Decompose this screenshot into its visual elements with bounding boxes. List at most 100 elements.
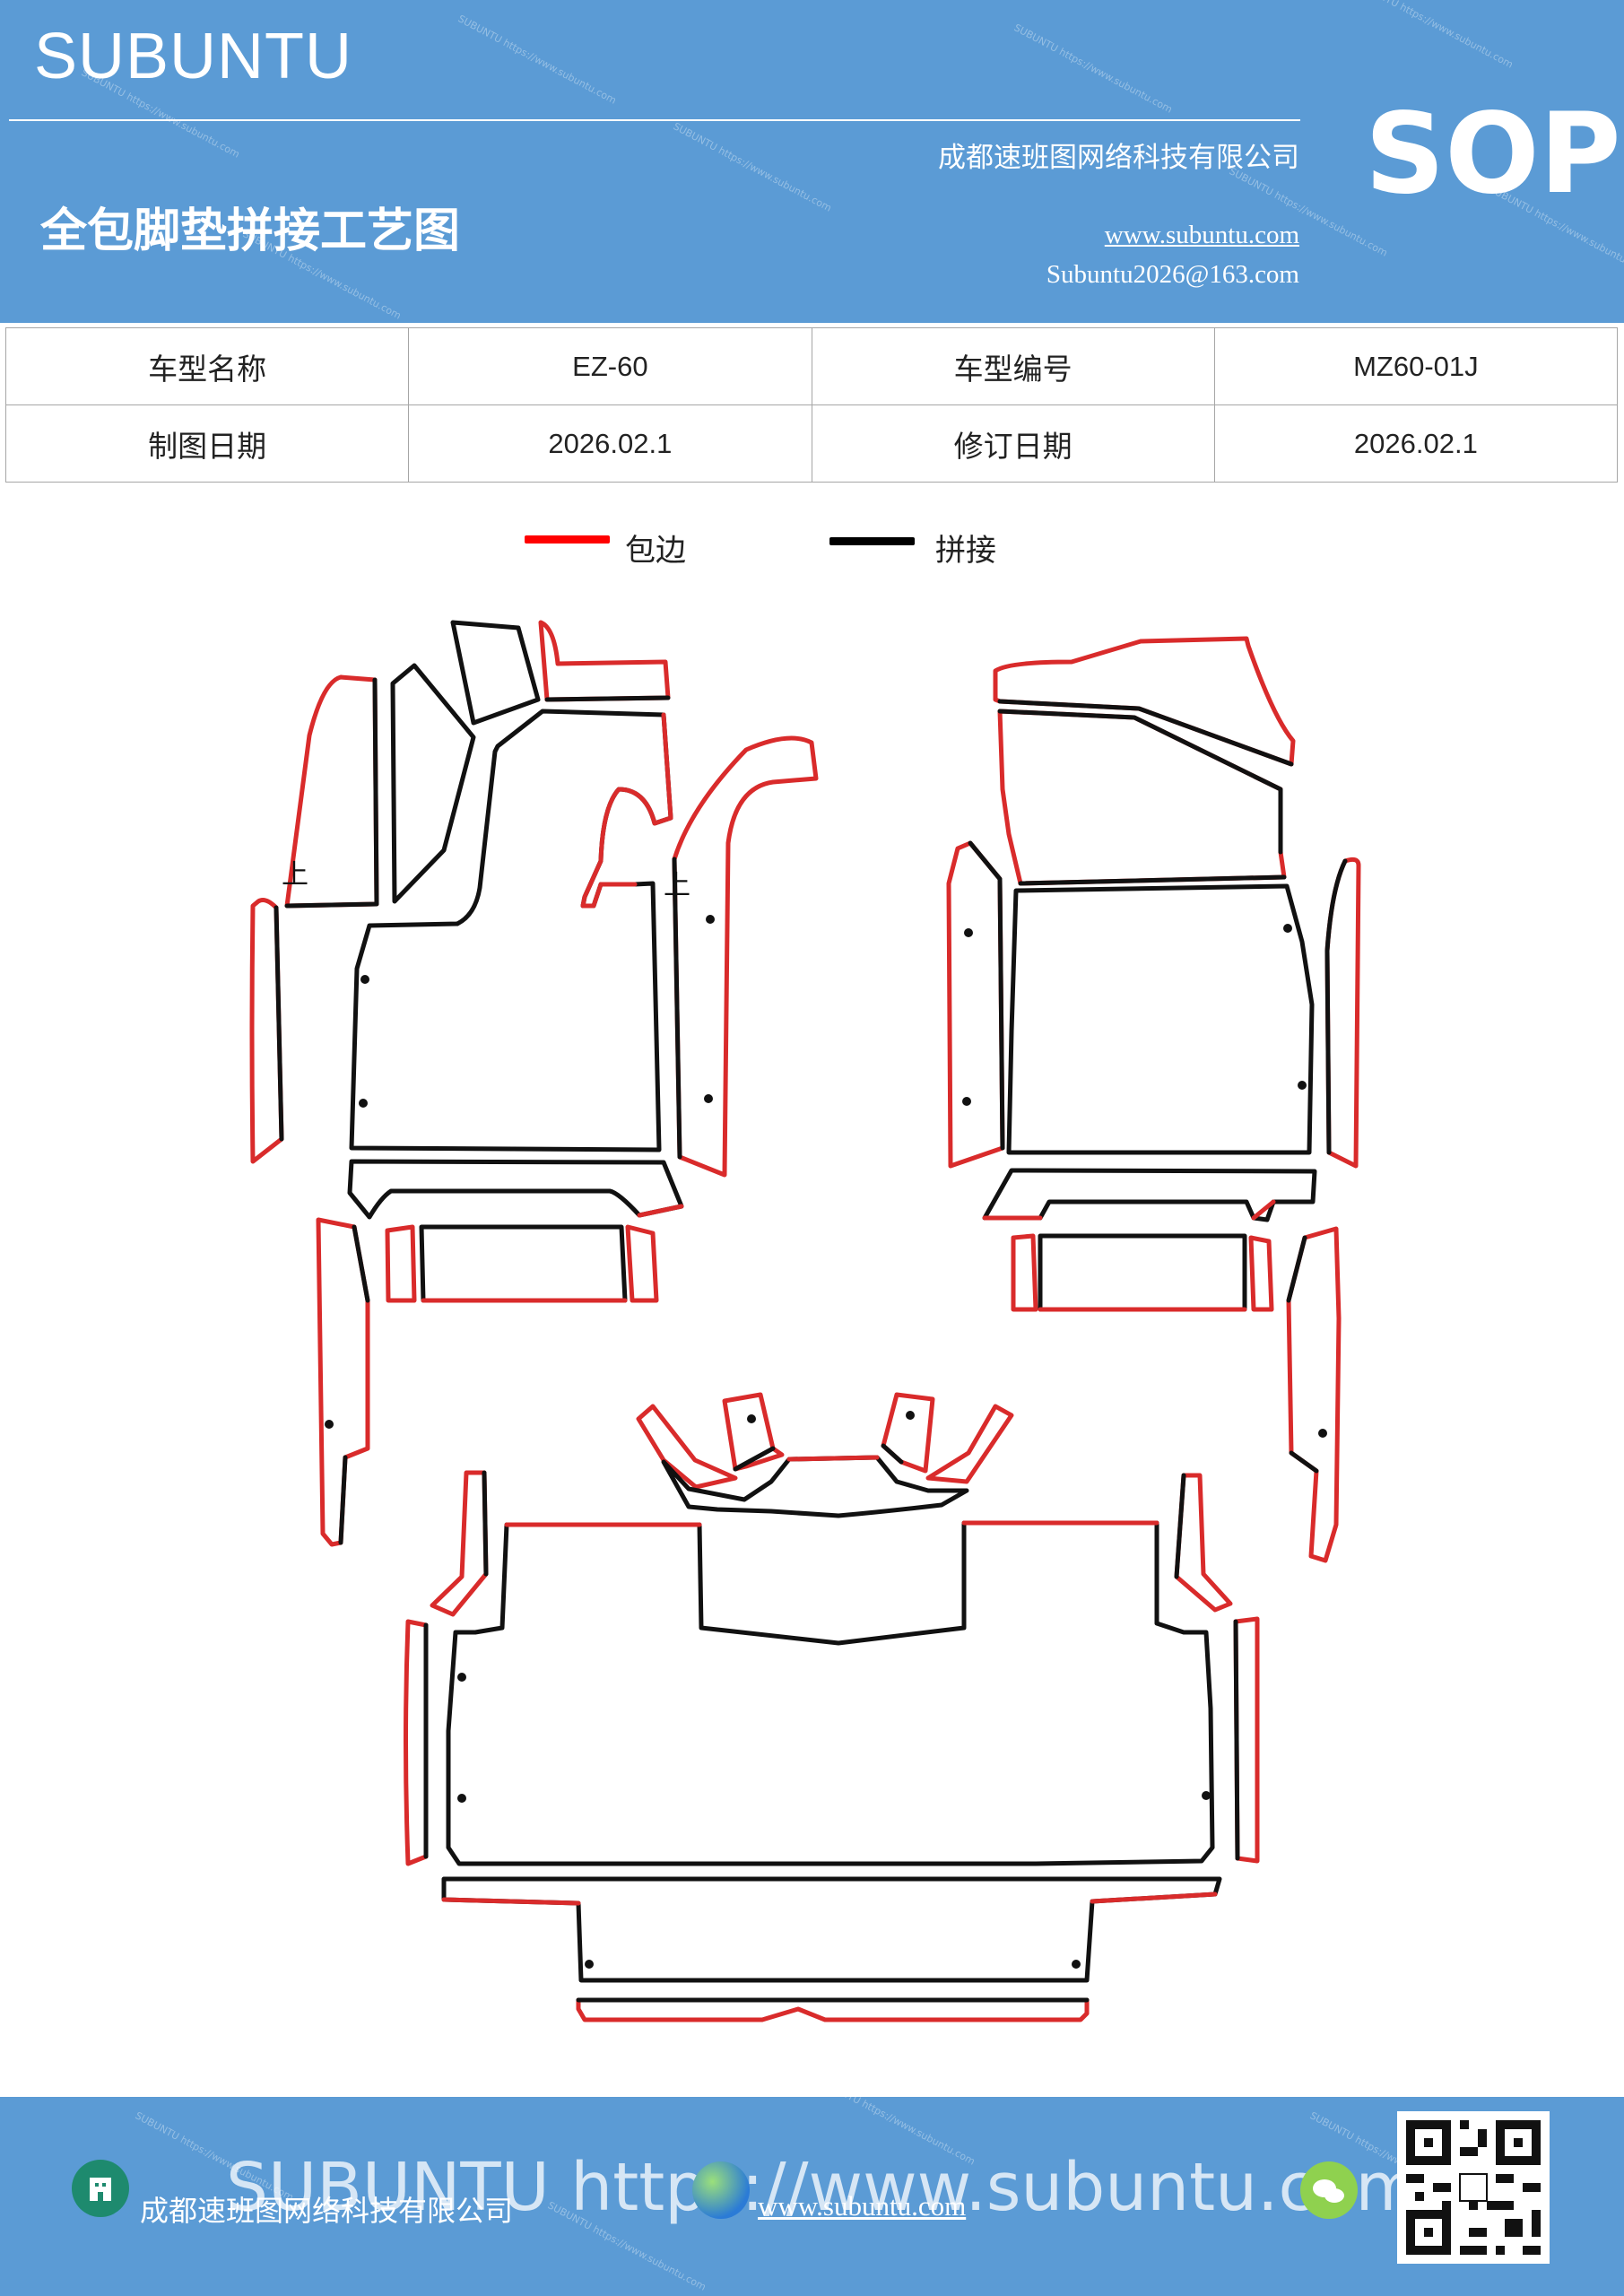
mat-piece xyxy=(284,674,379,909)
legend-edge-label: 包边 xyxy=(625,533,686,569)
sop-badge: SOP xyxy=(1365,90,1621,219)
seam-line xyxy=(544,695,671,702)
footer-website-link[interactable]: www.subuntu.com xyxy=(758,2190,967,2222)
mat-piece xyxy=(881,1392,935,1474)
website-link[interactable]: www.subuntu.com xyxy=(1104,221,1299,249)
mat-piece xyxy=(1006,883,1315,1155)
mat-piece xyxy=(450,620,541,726)
footer-company: 成都速班图网络科技有限公司 xyxy=(140,2194,514,2228)
mat-piece xyxy=(636,1404,738,1490)
table-row: 车型名称 EZ-60 车型编号 MZ60-01J xyxy=(4,327,1619,405)
seam-line xyxy=(338,1455,348,1545)
draw-date-value: 2026.02.1 xyxy=(408,404,812,483)
seam-line xyxy=(482,1470,489,1577)
mat-piece xyxy=(404,1619,429,1866)
mark-dot xyxy=(360,975,369,984)
mat-piece xyxy=(538,620,671,702)
seam-line xyxy=(997,699,1294,767)
mat-piece xyxy=(982,1168,1317,1222)
mark-dot xyxy=(1072,1960,1081,1969)
email-address: Subuntu2026@163.com xyxy=(1046,260,1299,289)
seam-line xyxy=(352,1224,370,1303)
seam-line xyxy=(672,857,682,1160)
seam-line xyxy=(1174,1473,1186,1579)
mat-piece xyxy=(446,1520,1215,1866)
mark-dot xyxy=(704,1094,713,1103)
rear-mat-group xyxy=(404,1392,1260,2022)
model-name-label: 车型名称 xyxy=(4,327,410,405)
seam-line xyxy=(1233,1619,1240,1861)
seam-line xyxy=(968,840,1005,1151)
mat-piece xyxy=(576,1997,1090,2022)
legend-seam-label: 拼接 xyxy=(935,533,996,569)
seam-line xyxy=(997,709,1283,855)
mark-dot xyxy=(706,915,715,924)
seam-line xyxy=(881,1443,904,1465)
front-right-mat-group xyxy=(946,636,1361,1563)
mark-dot xyxy=(325,1420,334,1429)
mat-piece xyxy=(1174,1473,1233,1613)
brand-name: SUBUNTU xyxy=(34,21,353,92)
mat-piece xyxy=(1011,1233,1038,1312)
mark-dot xyxy=(747,1414,756,1423)
revise-date-label: 修订日期 xyxy=(811,404,1215,483)
seam-line xyxy=(733,1446,776,1472)
edge-line xyxy=(1251,1199,1276,1221)
mat-piece xyxy=(625,1224,659,1303)
mat-piece xyxy=(1248,1235,1274,1312)
front-left-mat-group xyxy=(249,620,819,1547)
company-name: 成都速班图网络科技有限公司 xyxy=(938,142,1299,174)
mark-dot xyxy=(1298,1081,1307,1090)
document-title: 全包脚垫拼接工艺图 xyxy=(40,204,461,258)
floor-mat-diagram: 上 上 xyxy=(249,620,1361,2022)
header-banner: SUBUNTU https://www.subuntu.com SUBUNTU … xyxy=(0,0,1624,323)
seam-line xyxy=(1289,1450,1319,1474)
seam-line xyxy=(284,677,379,909)
mat-piece xyxy=(441,1876,1222,1983)
legend-edge-swatch xyxy=(525,535,610,544)
mat-piece xyxy=(430,1470,489,1617)
qr-code xyxy=(1397,2111,1550,2264)
mat-piece xyxy=(419,1224,628,1303)
globe-icon xyxy=(692,2161,750,2219)
edge-line xyxy=(637,1204,684,1218)
table-row: 制图日期 2026.02.1 修订日期 2026.02.1 xyxy=(4,404,1619,483)
up-mark: 上 xyxy=(282,859,308,891)
wechat-icon xyxy=(1300,2161,1358,2219)
legend-seam-swatch xyxy=(829,537,915,545)
mark-dot xyxy=(1318,1429,1327,1438)
model-name-value: EZ-60 xyxy=(408,327,812,405)
edge-line xyxy=(580,712,673,909)
mat-piece xyxy=(997,709,1287,886)
footer-banner: SUBUNTU https://www.subuntu.com SUBUNTU … xyxy=(0,2097,1624,2296)
mark-dot xyxy=(906,1411,915,1420)
mat-piece xyxy=(993,636,1296,767)
mark-dot xyxy=(585,1960,594,1969)
mark-dot xyxy=(964,928,973,937)
header-divider xyxy=(9,119,1300,121)
mat-piece xyxy=(347,1159,684,1220)
up-mark: 上 xyxy=(664,870,690,901)
mark-dot xyxy=(1283,924,1292,933)
mat-piece xyxy=(946,840,1005,1169)
mark-dot xyxy=(1202,1791,1211,1800)
edge-line xyxy=(786,1455,880,1462)
mat-piece xyxy=(672,735,819,1178)
building-icon xyxy=(72,2160,129,2217)
mat-piece xyxy=(249,898,284,1164)
mat-piece xyxy=(390,663,476,904)
revise-date-value: 2026.02.1 xyxy=(1213,404,1619,483)
vehicle-info-table: 车型名称 EZ-60 车型编号 MZ60-01J 制图日期 2026.02.1 … xyxy=(4,327,1619,483)
seam-line xyxy=(1018,874,1287,886)
mat-piece xyxy=(349,709,673,1152)
mat-piece xyxy=(385,1224,417,1303)
edge-line xyxy=(441,1897,581,1906)
seam-line xyxy=(274,905,284,1142)
seam-line xyxy=(1286,1235,1307,1303)
mat-piece xyxy=(1286,1226,1342,1563)
model-number-label: 车型编号 xyxy=(811,327,1215,405)
mat-piece xyxy=(925,1404,1014,1484)
footer-watermark: SUBUNTU https://www.subuntu.com xyxy=(226,2149,1420,2226)
seam-line xyxy=(1324,858,1348,1155)
mark-dot xyxy=(457,1794,466,1803)
